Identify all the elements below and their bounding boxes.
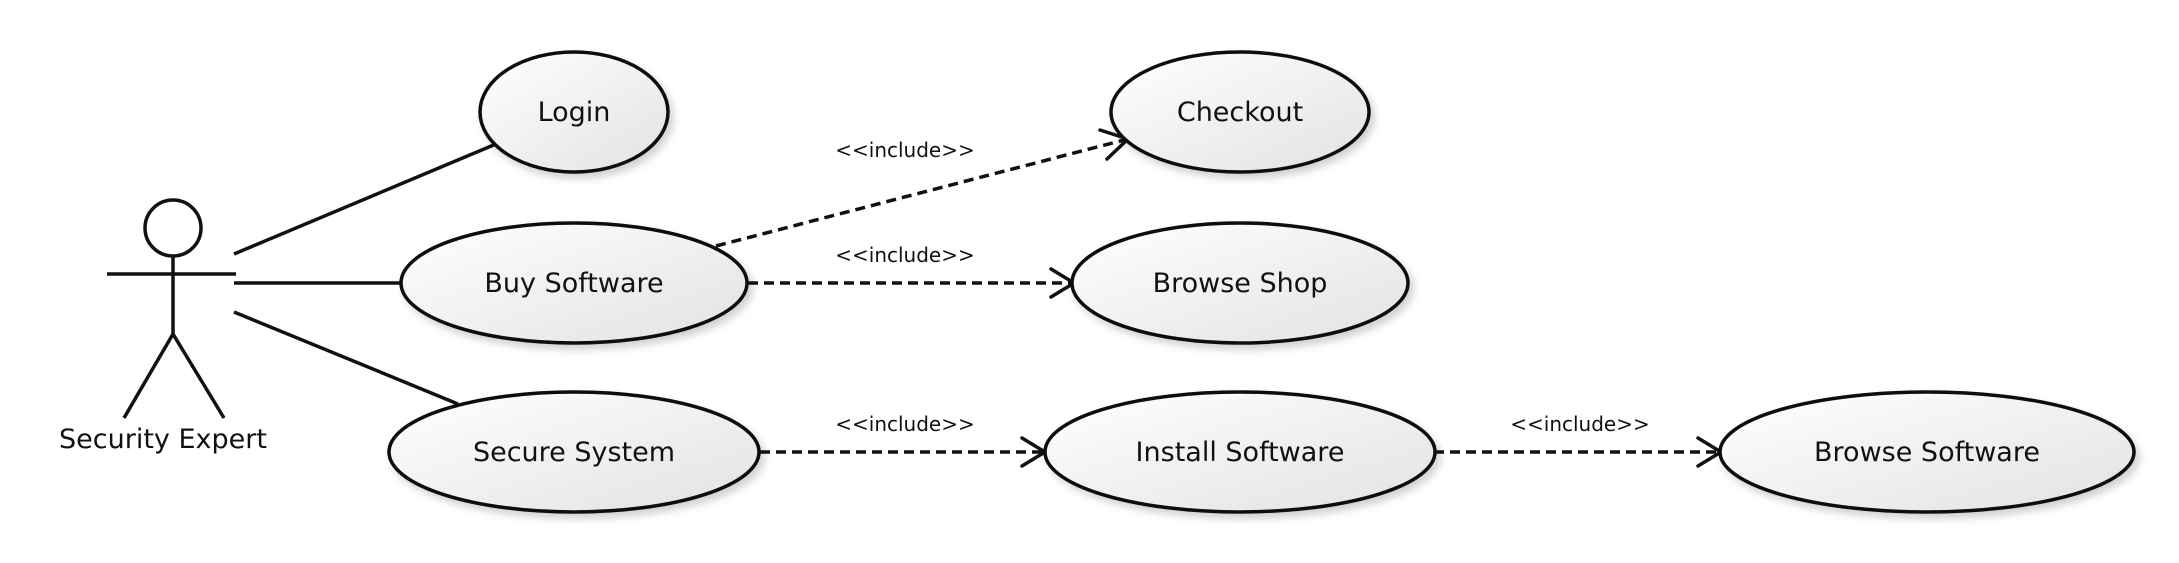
use-case-install-software[interactable]: Install Software: [1043, 390, 1437, 514]
actor-security-expert[interactable]: Security Expert: [59, 198, 267, 455]
use-case-browse-software[interactable]: Browse Software: [1718, 390, 2136, 514]
actor-head: [143, 198, 203, 258]
association-login: [233, 142, 497, 256]
include-label-install-browse-software: <<include>>: [1510, 412, 1650, 436]
include-buy-browse-shop: <<include>>: [748, 243, 1076, 299]
use-case-browse-shop[interactable]: Browse Shop: [1070, 221, 1410, 345]
use-case-login-label: Login: [538, 97, 611, 128]
include-label-secure-install: <<include>>: [835, 412, 975, 436]
include-label-buy-checkout: <<include>>: [835, 138, 975, 162]
include-install-browse-software: <<include>>: [1434, 412, 1723, 468]
use-case-login[interactable]: Login: [478, 50, 670, 174]
use-case-install-software-label: Install Software: [1136, 437, 1345, 468]
use-case-buy-software[interactable]: Buy Software: [399, 221, 749, 345]
use-case-buy-software-label: Buy Software: [484, 268, 663, 299]
include-buy-checkout: <<include>>: [715, 128, 1130, 248]
include-label-buy-browse-shop: <<include>>: [835, 243, 975, 267]
use-case-secure-system-label: Secure System: [473, 437, 675, 468]
use-case-checkout-label: Checkout: [1177, 97, 1303, 128]
association-secure-system: [233, 310, 459, 406]
actor-leg-right: [171, 333, 226, 419]
use-case-browse-software-label: Browse Software: [1814, 437, 2040, 468]
use-case-checkout[interactable]: Checkout: [1109, 50, 1371, 174]
actor-leg-left: [122, 333, 175, 419]
include-secure-install: <<include>>: [760, 412, 1047, 468]
use-case-browse-shop-label: Browse Shop: [1153, 268, 1328, 299]
use-case-secure-system[interactable]: Secure System: [387, 390, 761, 514]
actor-name: Security Expert: [59, 424, 267, 455]
